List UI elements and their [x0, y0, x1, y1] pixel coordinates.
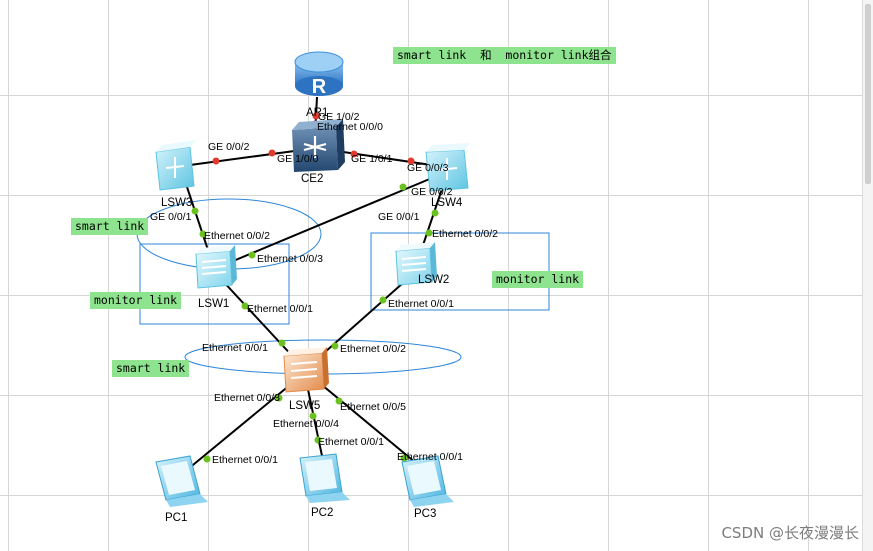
- port-lsw5-lsw2: Ethernet 0/0/2: [340, 343, 406, 355]
- svg-text:R: R: [312, 76, 327, 98]
- port-lsw1-lsw5: Ethernet 0/0/1: [247, 303, 313, 315]
- link-lsw5-pc2[interactable]: [305, 379, 326, 471]
- monitor-link-box-lsw1: [139, 243, 290, 325]
- label-lsw5: LSW5: [289, 400, 320, 412]
- port-lsw5-lsw1: Ethernet 0/0/1: [202, 342, 268, 354]
- port-lsw4-ce2: GE 0/0/3: [407, 162, 449, 174]
- vertical-scrollbar[interactable]: [862, 0, 873, 551]
- switch-lsw2-icon[interactable]: [395, 242, 437, 286]
- link-lsw1-lsw5[interactable]: [219, 277, 297, 361]
- pc3-icon[interactable]: [401, 455, 454, 507]
- switch-lsw3-icon[interactable]: [155, 140, 196, 191]
- link-lsw3-ce2[interactable]: [189, 149, 303, 166]
- label-ar1: AR1: [306, 107, 328, 119]
- port-lsw1-lsw4: Ethernet 0/0/3: [257, 253, 323, 265]
- switch-ce2-icon[interactable]: [292, 119, 345, 172]
- monitor-link-tag-right: monitor link: [492, 271, 584, 288]
- switch-lsw5-icon[interactable]: [283, 347, 329, 393]
- port-ce2-lsw3: GE 1/0/0: [277, 153, 319, 165]
- port-lsw2-lsw5: Ethernet 0/0/1: [388, 298, 454, 310]
- port-pc3-lsw5: Ethernet 0/0/1: [397, 451, 463, 463]
- port-ce2-lsw4: GE 1/0/1: [351, 153, 393, 165]
- smart-link-tag-upper: smart link: [71, 218, 149, 235]
- link-ce2-lsw4[interactable]: [329, 149, 439, 167]
- router-ar1-icon[interactable]: R: [294, 51, 344, 98]
- link-lsw5-pc3[interactable]: [315, 379, 423, 469]
- port-lsw3-ce2: GE 0/0/2: [208, 141, 250, 153]
- port-lsw1-lsw3: Ethernet 0/0/2: [204, 230, 270, 242]
- port-lsw5-pc1: Ethernet 0/0/3: [214, 392, 280, 404]
- pc1-icon[interactable]: [155, 455, 208, 507]
- port-lsw5-pc2: Ethernet 0/0/4: [273, 418, 339, 430]
- label-ce2: CE2: [301, 173, 323, 185]
- port-lsw5-pc3: Ethernet 0/0/5: [340, 401, 406, 413]
- smart-link-tag-lower: smart link: [112, 360, 190, 377]
- port-indicators-up: [191, 183, 439, 463]
- label-lsw2: LSW2: [418, 274, 449, 286]
- label-pc2: PC2: [311, 507, 333, 519]
- switch-lsw1-icon[interactable]: [195, 245, 237, 289]
- label-pc3: PC3: [414, 508, 436, 520]
- port-ce2-ar1: Ethernet 0/0/0: [317, 121, 383, 133]
- port-pc1-lsw5: Ethernet 0/0/1: [212, 454, 278, 466]
- label-pc1: PC1: [165, 512, 187, 524]
- port-lsw2-lsw4: Ethernet 0/0/2: [432, 228, 498, 240]
- diagram-title: smart link 和 monitor link组合: [393, 47, 616, 64]
- switch-lsw4-icon[interactable]: [425, 143, 470, 192]
- link-lsw4-lsw1[interactable]: [225, 177, 433, 265]
- pc2-icon[interactable]: [299, 453, 350, 503]
- label-lsw3: LSW3: [161, 197, 192, 209]
- csdn-watermark: CSDN @长夜漫漫长: [721, 524, 859, 542]
- monitor-link-tag-left: monitor link: [90, 292, 182, 309]
- scrollbar-thumb[interactable]: [865, 4, 871, 184]
- label-lsw4: LSW4: [431, 197, 463, 209]
- port-ar1-ce2: GE 1/0/2: [318, 111, 360, 123]
- port-pc2-lsw5: Ethernet 0/0/1: [318, 436, 384, 448]
- port-lsw3-lsw1: GE 0/0/1: [150, 211, 192, 223]
- label-lsw1: LSW1: [198, 298, 229, 310]
- port-lsw4-lsw1: GE 0/0/2: [411, 186, 453, 198]
- port-lsw4-lsw2: GE 0/0/1: [378, 211, 420, 223]
